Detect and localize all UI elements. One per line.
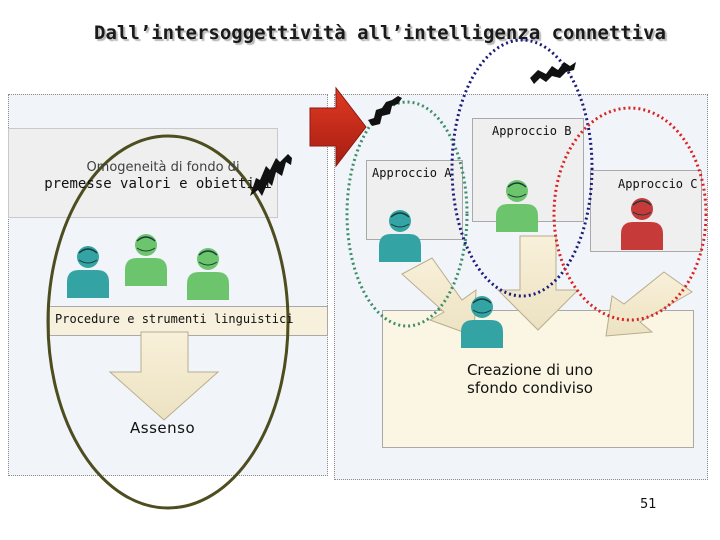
- approach-a-ellipse: [345, 100, 469, 328]
- converge-arrow-right: [605, 271, 693, 337]
- left-ellipse: [46, 134, 290, 510]
- shared-line2: sfondo condiviso: [467, 379, 593, 397]
- converge-arrow-center: [496, 235, 580, 331]
- approach-c-label: Approccio C: [618, 177, 698, 191]
- assenso-arrow: [108, 331, 220, 421]
- procedure-label: Procedure e strumenti linguistici: [55, 312, 294, 326]
- procedure-box: [49, 306, 328, 336]
- person-icon-left-2: [124, 233, 168, 287]
- slide-title: Dall’intersoggettività all’intelligenza …: [94, 22, 666, 44]
- person-icon-left-3: [186, 247, 230, 301]
- person-icon-approach-c: [620, 197, 664, 251]
- approach-b-ellipse: [450, 38, 594, 298]
- approach-a-label: Approccio A: [372, 166, 452, 180]
- approach-b-label: Approccio B: [492, 124, 572, 138]
- omogeneita-line2: premesse valori e obiettivi: [44, 176, 272, 192]
- omogeneita-line1: Omogeneità di fondo di: [86, 160, 240, 175]
- scribble-right: [530, 62, 576, 84]
- approach-a-box: [366, 160, 463, 240]
- person-icon-left-1: [66, 245, 110, 299]
- page-number: 51: [640, 497, 657, 512]
- assenso-label: Assenso: [130, 419, 196, 437]
- scribble-center: [368, 96, 402, 126]
- shared-line1: Creazione di uno: [466, 361, 594, 379]
- approach-c-ellipse: [552, 106, 708, 322]
- person-icon-approach-a: [378, 209, 422, 263]
- scribble-left: [250, 154, 292, 196]
- person-icon-approach-b: [495, 179, 539, 233]
- transition-arrow: [309, 86, 367, 168]
